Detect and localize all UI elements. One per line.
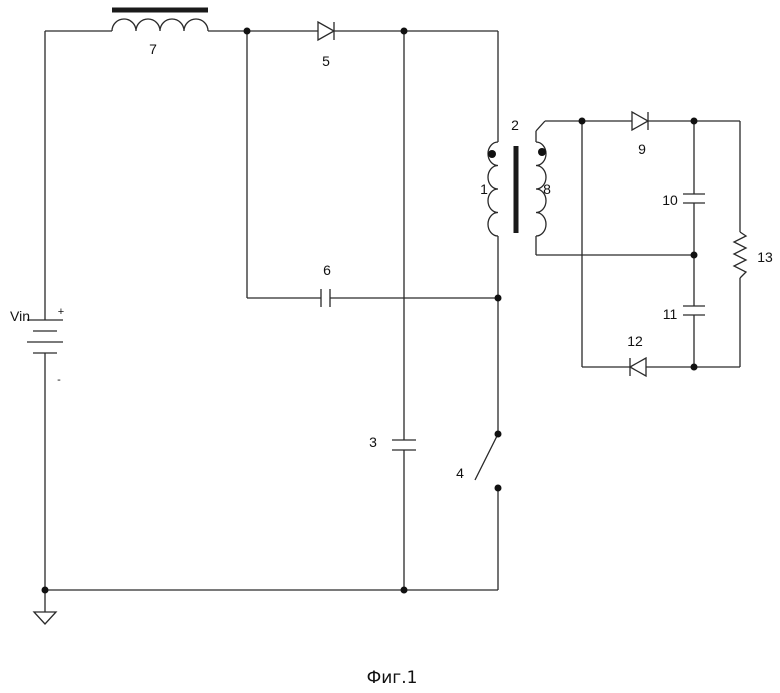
label-inductor-7: 7 (149, 41, 157, 57)
label-switch-4: 4 (456, 465, 464, 481)
label-capacitor-11: 11 (663, 306, 678, 322)
diode-5 (318, 22, 334, 40)
label-transformer-2: 2 (511, 117, 519, 133)
capacitor-11 (683, 306, 705, 315)
figure-caption: Фиг.1 (367, 668, 418, 688)
transformer-primary-1 (488, 142, 498, 298)
label-capacitor-6: 6 (323, 262, 331, 278)
capacitor-10 (683, 194, 705, 203)
transformer-secondary-8 (536, 121, 694, 255)
diode-12 (630, 358, 646, 376)
battery-vin (27, 320, 63, 360)
junction-dots (42, 28, 698, 594)
cap6-branch (247, 31, 498, 298)
inductor-7 (112, 10, 247, 31)
label-resistor-13: 13 (757, 249, 773, 265)
label-capacitor-3: 3 (369, 434, 377, 450)
label-capacitor-10: 10 (662, 192, 678, 208)
label-minus: - (57, 374, 61, 386)
switch-4 (475, 298, 498, 590)
secondary-wiring (582, 121, 740, 367)
capacitor-6 (321, 289, 330, 307)
input-wiring (45, 31, 498, 612)
label-plus: + (58, 306, 64, 318)
resistor-13 (734, 232, 746, 278)
diode-9 (632, 112, 648, 130)
capacitor-3 (392, 440, 416, 450)
top-rail (247, 31, 498, 142)
label-primary-1: 1 (480, 181, 488, 197)
label-diode-9: 9 (638, 141, 646, 157)
label-secondary-8: 8 (543, 181, 551, 197)
label-diode-12: 12 (627, 333, 643, 349)
label-diode-5: 5 (322, 53, 330, 69)
label-vin: Vin (10, 308, 30, 324)
ground-symbol (34, 612, 56, 624)
